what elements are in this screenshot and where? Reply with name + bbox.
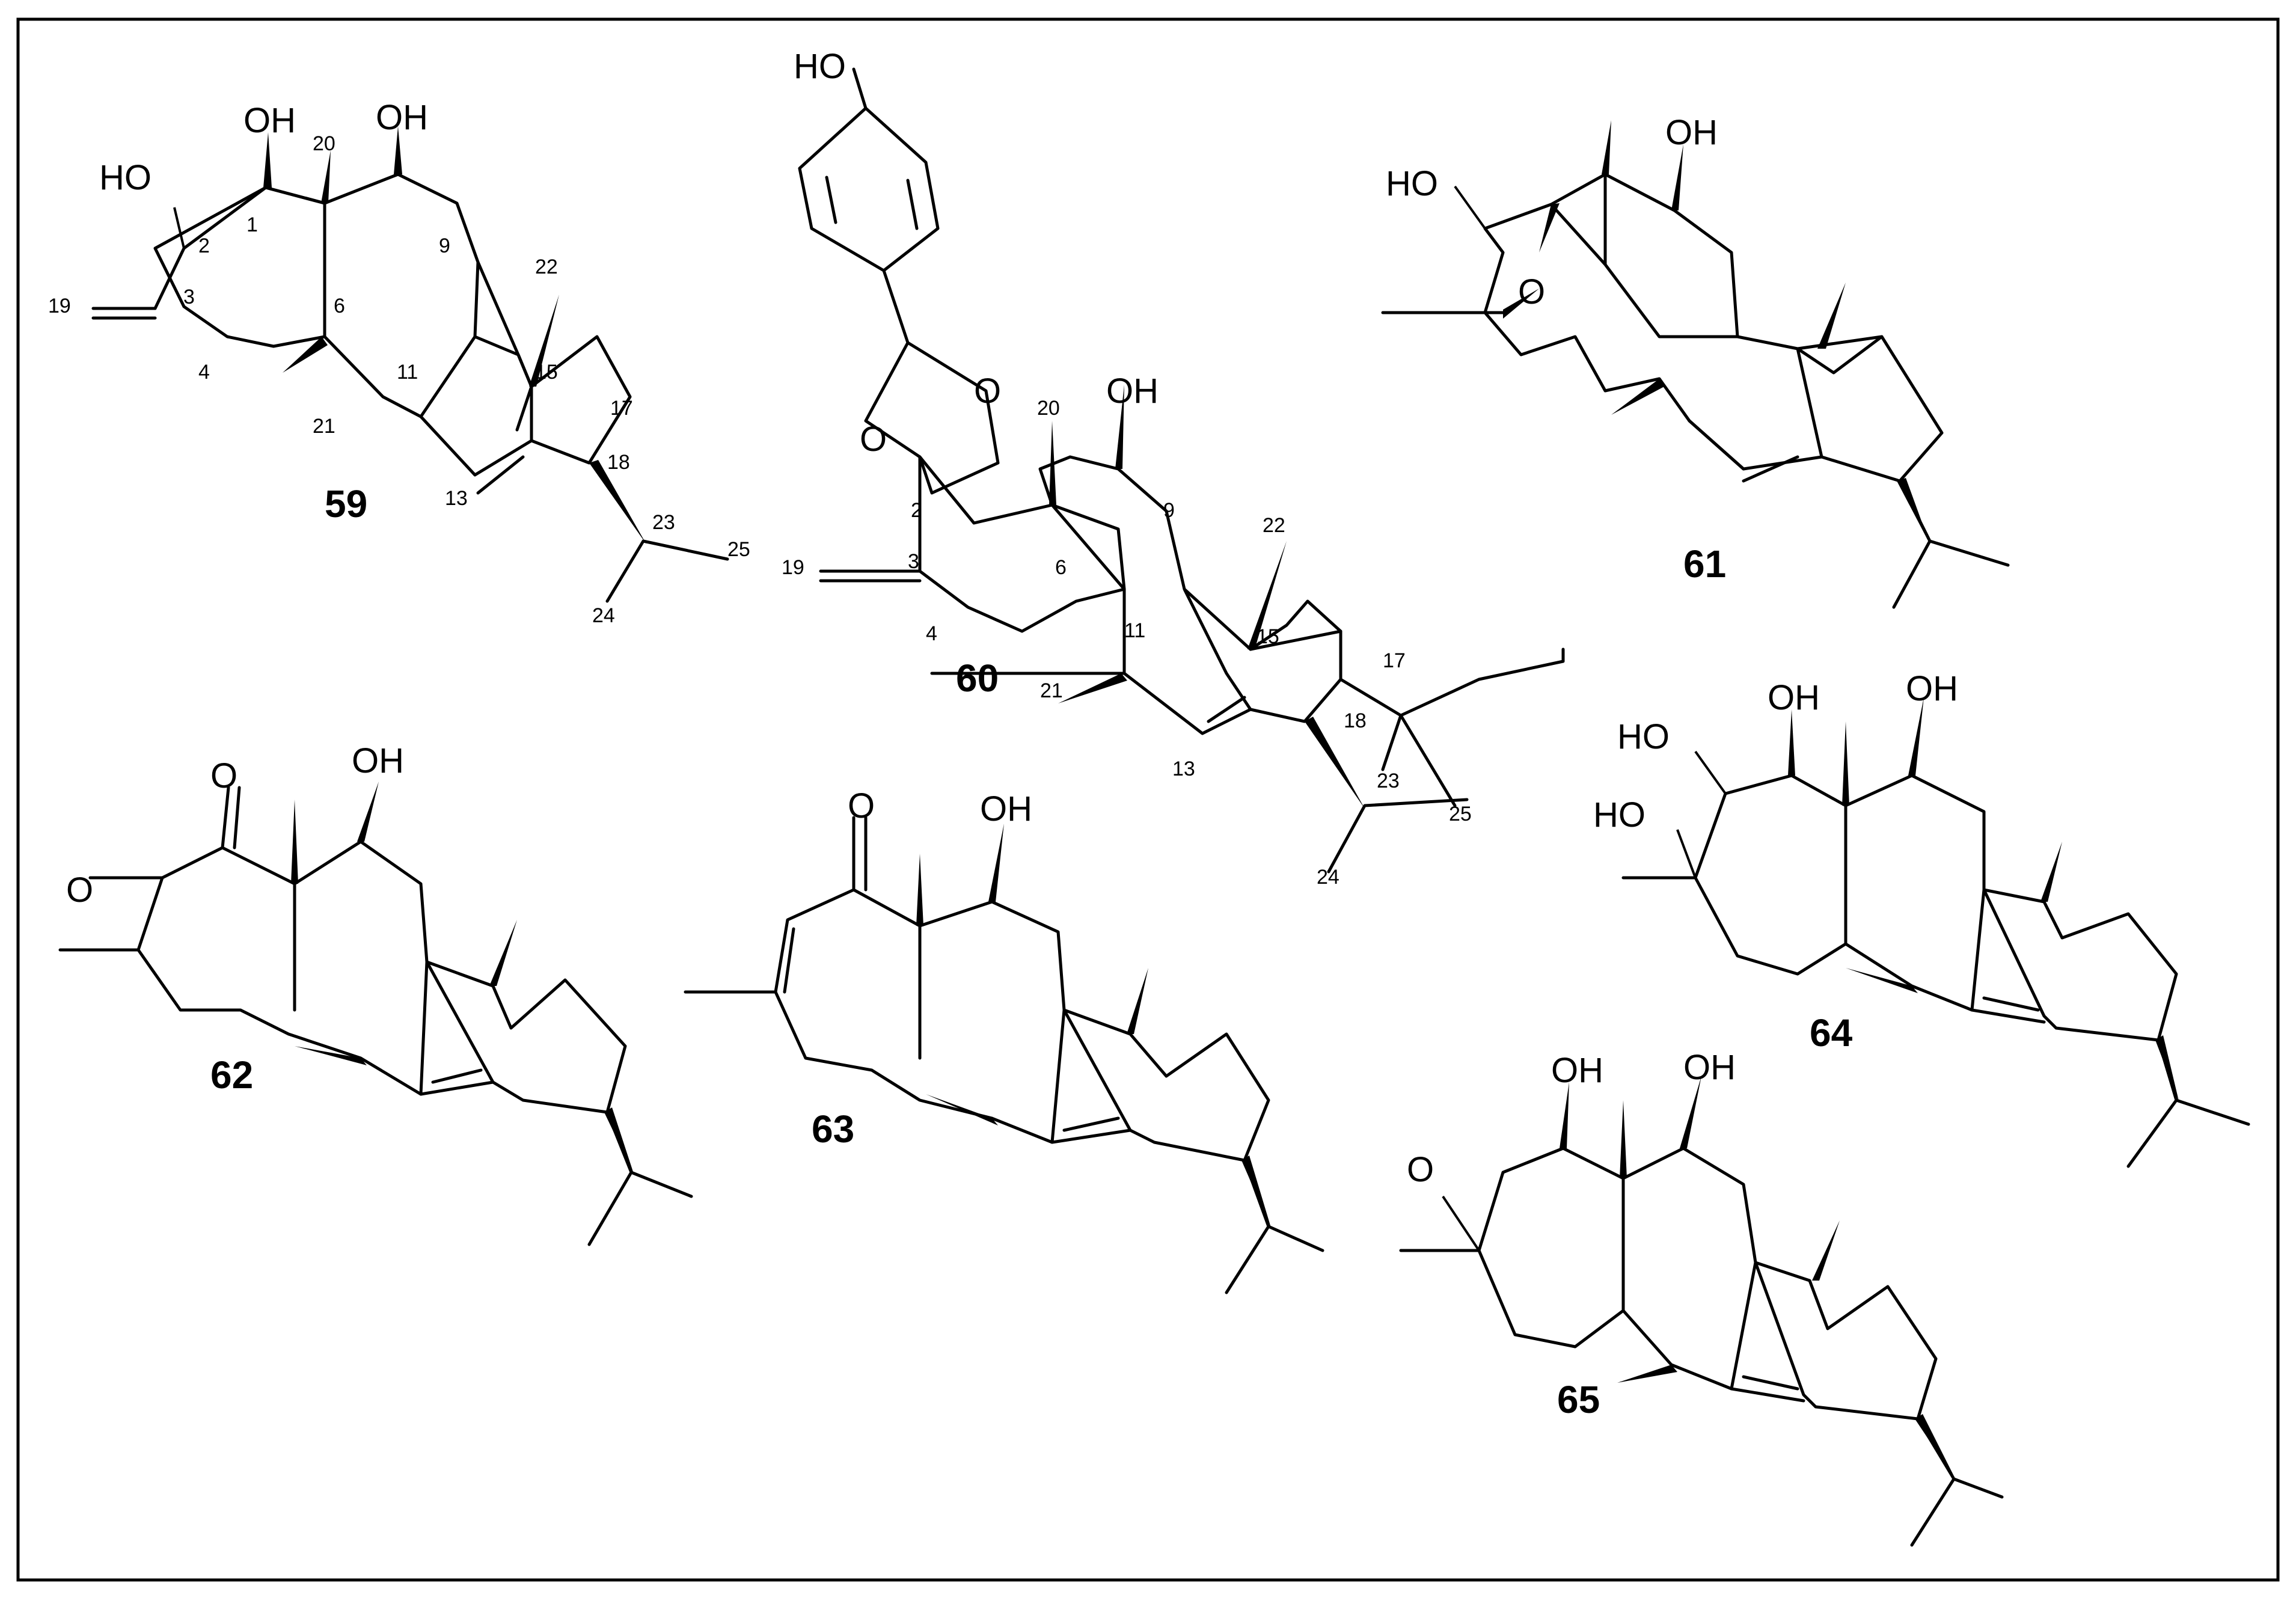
compound-60: HO O O OH 60 2 3 4 6 9 11 13 15 17 18 19… [782, 47, 1565, 889]
64-label-ho-1: HO [1617, 717, 1670, 756]
60-atom-15: 15 [1257, 625, 1279, 648]
62-label-ketone-o: O [210, 756, 237, 795]
61-label-oh: OH [1665, 113, 1718, 152]
60-atom-3: 3 [908, 550, 919, 573]
compound-65: O OH OH 65 [1399, 1048, 2004, 1547]
59-atom-13: 13 [445, 487, 468, 510]
59-label-ho: HO [99, 158, 152, 197]
60-atom-24: 24 [1317, 866, 1339, 889]
59-atom-3: 3 [183, 286, 195, 308]
63-label-oh: OH [980, 789, 1032, 828]
61-label-ho: HO [1386, 164, 1438, 203]
59-atom-9: 9 [439, 234, 450, 257]
63-label-ketone-o: O [848, 786, 875, 825]
59-atom-25: 25 [727, 538, 750, 561]
59-atom-21: 21 [313, 415, 335, 438]
compound-64: HO HO OH OH 64 [1593, 669, 2250, 1168]
compound-63-id: 63 [812, 1107, 854, 1151]
59-label-oh-2: OH [376, 98, 428, 137]
59-atom-4: 4 [198, 361, 210, 384]
60-label-ho: HO [794, 47, 846, 86]
60-label-o-2: O [974, 372, 1001, 411]
59-label-oh-1: OH [243, 101, 296, 140]
64-label-oh-4: OH [1906, 669, 1958, 708]
59-atom-6: 6 [334, 295, 345, 317]
62-label-epoxide-o: O [66, 871, 93, 910]
compound-59-id: 59 [325, 482, 367, 525]
60-atom-2: 2 [911, 499, 922, 522]
60-atom-18: 18 [1344, 709, 1367, 732]
61-label-o: O [1518, 272, 1545, 311]
60-label-oh: OH [1106, 372, 1159, 411]
60-atom-11: 11 [1124, 619, 1145, 642]
60-atom-13: 13 [1172, 758, 1195, 780]
60-atom-21: 21 [1040, 679, 1063, 702]
compound-62: O O OH 62 [58, 741, 693, 1246]
59-atom-18: 18 [607, 451, 630, 474]
59-atom-17: 17 [610, 397, 633, 420]
60-atom-9: 9 [1163, 499, 1175, 522]
59-atom-22: 22 [535, 256, 558, 278]
64-label-oh-3: OH [1768, 678, 1820, 717]
59-atom-1: 1 [246, 213, 258, 236]
60-atom-20: 20 [1037, 397, 1060, 420]
59-atom-11: 11 [397, 361, 418, 384]
60-atom-22: 22 [1263, 514, 1285, 537]
compound-64-id: 64 [1810, 1011, 1853, 1055]
59-atom-2: 2 [198, 234, 210, 257]
compound-65-id: 65 [1557, 1378, 1600, 1421]
compound-61: HO O OH 61 [1381, 113, 2010, 609]
60-label-o-1: O [860, 420, 887, 459]
60-atom-17: 17 [1383, 649, 1406, 672]
compound-61-id: 61 [1683, 542, 1726, 586]
60-atom-25: 25 [1449, 803, 1472, 825]
compound-59: HO OH OH 59 1 2 3 4 6 9 11 13 15 17 18 1… [48, 98, 750, 627]
65-label-oh-1: OH [1551, 1051, 1603, 1090]
64-label-ho-2: HO [1593, 795, 1645, 834]
65-label-epoxide-o: O [1407, 1150, 1434, 1189]
figure-frame [16, 17, 2280, 1582]
compound-62-id: 62 [210, 1053, 253, 1097]
60-atom-19: 19 [782, 556, 804, 579]
compound-60-id: 60 [956, 657, 999, 700]
60-atom-23: 23 [1377, 770, 1400, 792]
59-atom-24: 24 [592, 604, 615, 627]
59-atom-15: 15 [535, 361, 558, 384]
59-atom-23: 23 [652, 511, 675, 534]
compound-63: O OH 63 [684, 786, 1324, 1294]
59-atom-19: 19 [48, 295, 71, 317]
59-atom-20: 20 [313, 132, 335, 155]
60-atom-6: 6 [1055, 556, 1067, 579]
65-label-oh-2: OH [1683, 1048, 1736, 1087]
62-label-oh: OH [352, 741, 404, 780]
60-atom-4: 4 [926, 622, 937, 645]
